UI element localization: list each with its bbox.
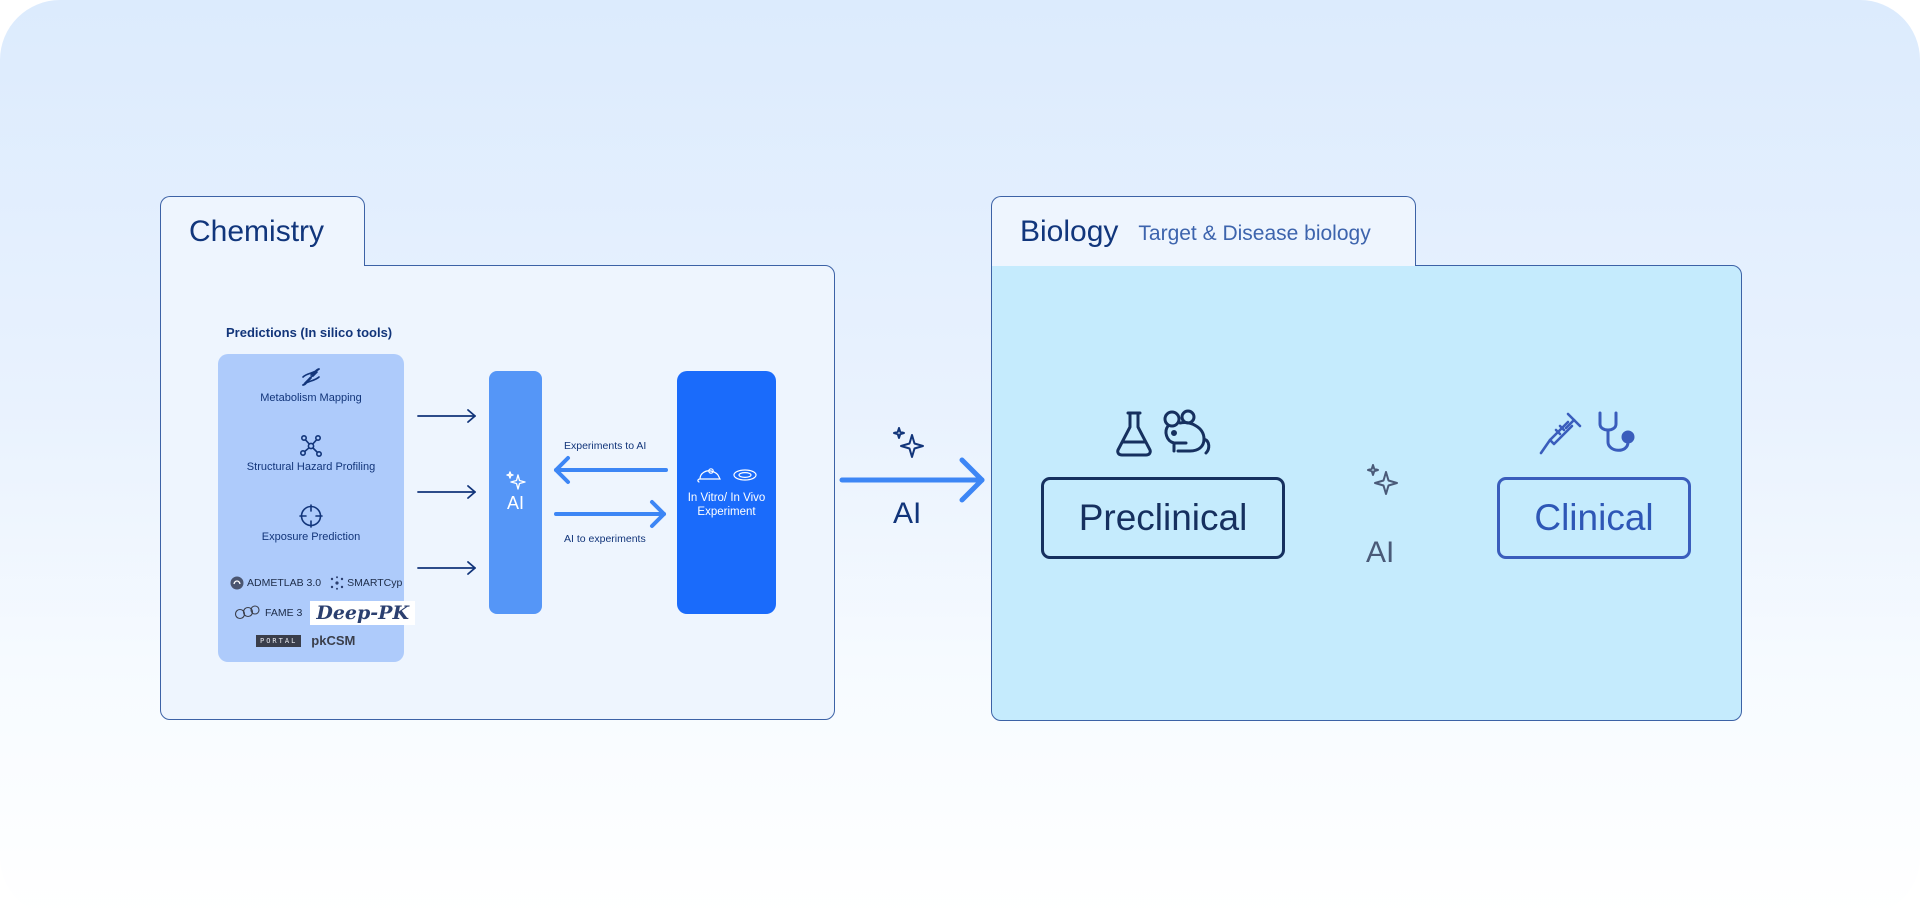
biology-tab: Biology Target & Disease biology [991,196,1416,266]
preclinical-box: Preclinical [1041,477,1285,559]
sparkle-icon [505,471,526,490]
arrow-chemistry-to-biology [839,457,985,503]
preclinical-to-clinical-ai-label: AI [1366,536,1395,569]
tool-metabolism-mapping: Metabolism Mapping [218,364,404,404]
smartcyp-logo-text: SMARTCyp [347,577,403,589]
biology-panel [991,265,1742,721]
biology-subtitle: Target & Disease biology [1138,221,1371,245]
in-vitro-in-vivo-box: In Vitro/ In Vivo Experiment [677,371,776,614]
connector-ai-label: AI [893,497,922,530]
logo-row-3: PORTAL pkCSM [256,633,355,648]
experiment-label: In Vitro/ In Vivo Experiment [687,491,766,518]
sparkle-icon [893,427,924,458]
tool-label: Structural Hazard Profiling [246,461,376,473]
biology-title: Biology [1020,214,1119,248]
stethoscope-icon [1598,411,1635,452]
ai-to-experiments-label: AI to experiments [564,533,646,545]
ai-bar: AI [489,371,542,614]
arrow-tool-to-ai-3 [417,561,476,575]
mouse-icon [696,467,721,483]
portal-logo: PORTAL [256,634,302,647]
deep-pk-logo: Deep-PK [310,601,415,625]
fame-logo-icon [234,605,260,620]
arrow-tool-to-ai-1 [417,409,476,423]
rat-icon [1163,409,1211,455]
arrow-ai-to-experiments [554,500,666,528]
chemistry-tab: Chemistry [160,196,365,266]
admetlab-logo-icon [230,576,244,590]
admetlab-logo-text: ADMETLAB 3.0 [247,577,322,589]
arrow-experiments-to-ai [554,456,668,484]
crosshair-icon [299,504,323,528]
logo-row-2: FAME 3 Deep-PK [234,601,415,625]
tool-exposure-prediction: Exposure Prediction [218,503,404,543]
molecule-network-icon [299,434,322,457]
tool-label: Exposure Prediction [261,531,361,543]
fame-logo-text: FAME 3 [265,607,303,619]
tool-label: Metabolism Mapping [260,392,362,404]
arrow-tool-to-ai-2 [417,485,476,499]
tool-structural-hazard: Structural Hazard Profiling [218,433,404,473]
flask-icon [1116,411,1152,457]
syringe-icon [1539,412,1582,455]
predictions-title: Predictions (In silico tools) [226,325,393,340]
pkcsm-logo: pkCSM [311,633,356,648]
ai-bar-label: AI [506,493,524,513]
experiments-to-ai-label: Experiments to AI [564,440,647,452]
logo-row-1: ADMETLAB 3.0 SMARTCyp [230,576,402,590]
smartcyp-logo-icon [330,576,344,590]
clinical-box: Clinical [1497,477,1691,559]
dna-icon [302,368,320,386]
chemistry-title: Chemistry [189,214,325,248]
petri-dish-icon [732,468,757,481]
sparkle-icon [1367,464,1398,495]
